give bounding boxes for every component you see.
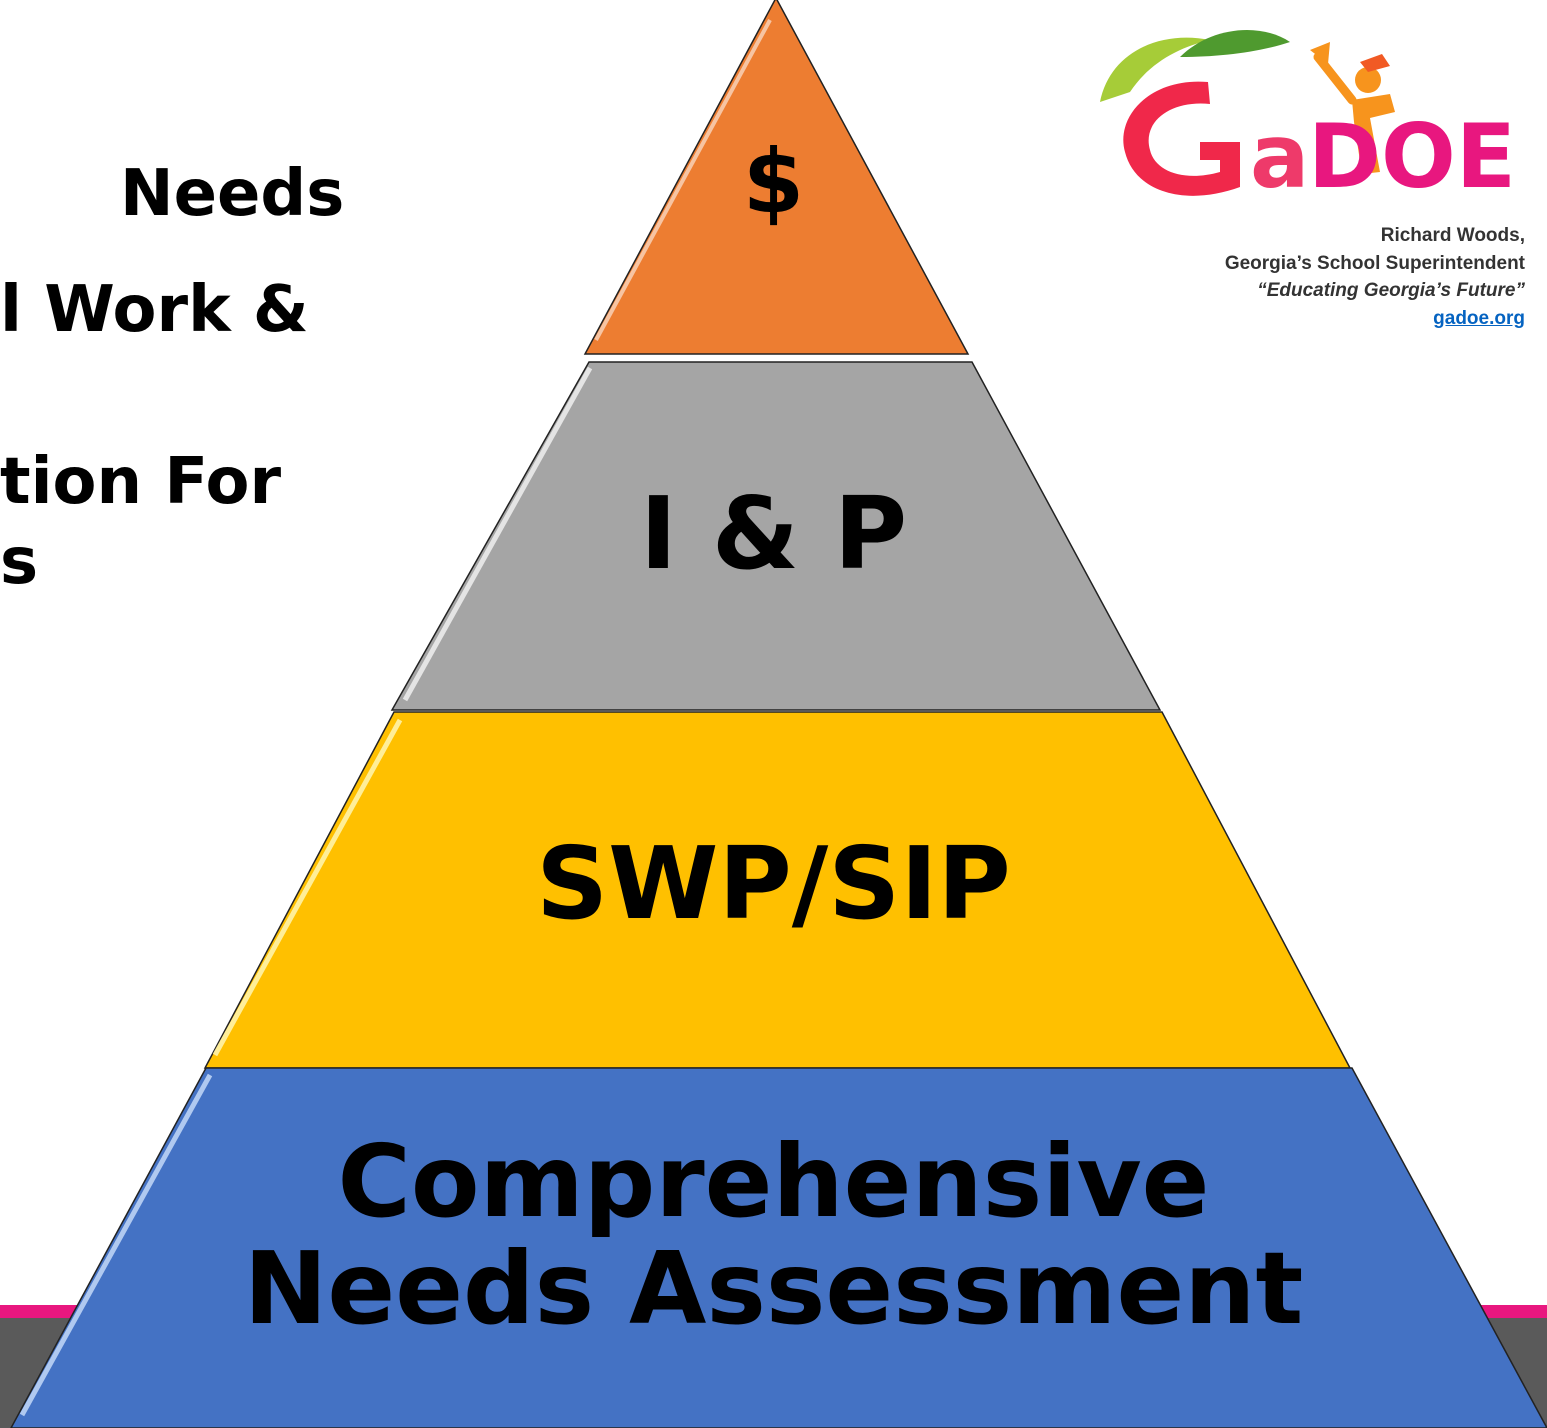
tier-label-line-2: Needs Assessment: [243, 1230, 1304, 1347]
tier-highlight-3: [212, 718, 403, 1057]
tagline: “Educating Georgia’s Future”: [1257, 280, 1525, 302]
pyramid-tier-i-and-p: [390, 361, 1162, 711]
pyramid-tier-needs-assessment: [10, 1067, 1547, 1428]
superintendent-name: Richard Woods,: [1380, 225, 1525, 246]
tier-label-swp-sip: SWP/SIP: [536, 825, 1011, 942]
leaf-icon-left: [1100, 37, 1210, 102]
tier-label-i-and-p: I & P: [639, 475, 908, 592]
tier-highlight-1: [594, 19, 772, 341]
tier-label-line-1: Comprehensive: [337, 1123, 1210, 1240]
tier-highlight-2: [402, 366, 593, 702]
graduate-figure-icon: [1310, 42, 1395, 174]
branding-credits: Richard Woods, Georgia’s School Superint…: [1225, 222, 1525, 332]
background-text-line-4: s: [0, 525, 39, 599]
logo-letter-a: a: [1250, 105, 1309, 208]
tier-label-money: $: [742, 130, 805, 233]
logo-letter-g: [1123, 81, 1240, 196]
background-text-line-3: tion For: [0, 445, 281, 519]
background-text-line-2: l Work &: [0, 273, 309, 347]
website-link[interactable]: gadoe.org: [1433, 307, 1525, 329]
logo-letters-doe: DOE: [1308, 105, 1516, 208]
pyramid-tier-top-money: [583, 0, 970, 355]
superintendent-title: Georgia’s School Superintendent: [1224, 252, 1525, 274]
gadoe-logo: a DOE: [1090, 22, 1530, 352]
background-text-line-1: Needs: [120, 157, 345, 231]
tier-highlight-4: [19, 1073, 213, 1417]
leaf-icon-right: [1180, 29, 1290, 57]
gadoe-logo-graphic: a DOE: [1100, 29, 1516, 208]
